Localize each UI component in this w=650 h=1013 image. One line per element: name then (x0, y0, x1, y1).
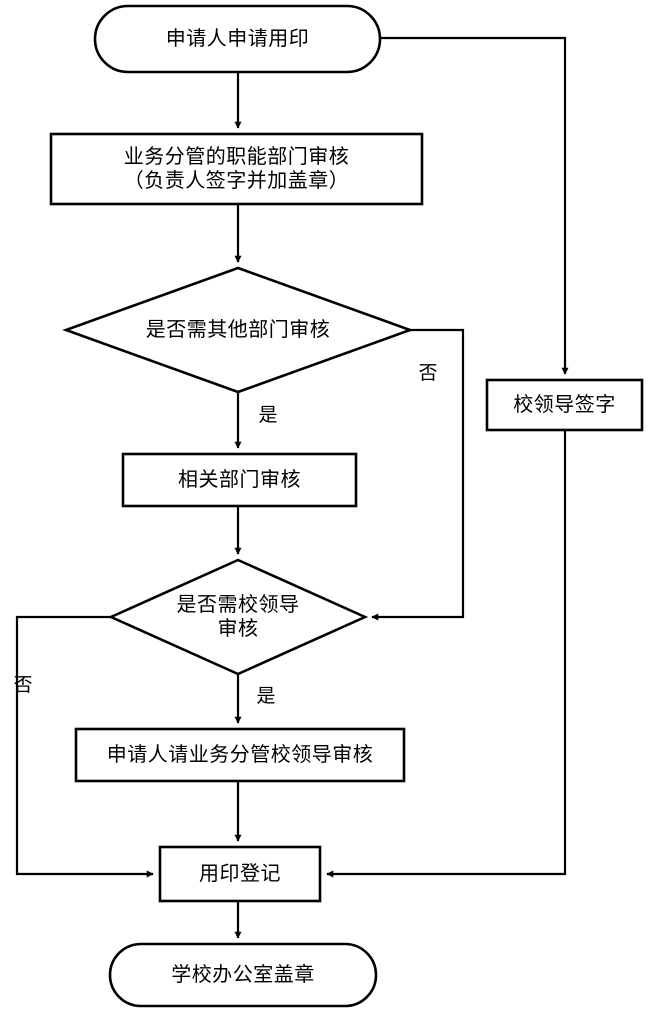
node-shape-leader-sign (485, 378, 644, 432)
node-shape-need-school-leader (107, 558, 369, 676)
node-shape-start (93, 4, 382, 74)
edge-label-other-dept-no: 否 (418, 363, 438, 384)
node-shape-applicant-ask-leader (74, 727, 406, 783)
edge-label-school-leader-yes: 是 (256, 686, 276, 707)
edge-label-school-leader-no: 否 (13, 675, 33, 696)
node-shape-related-dept-review (121, 452, 358, 508)
edge-start-to-leader-sign (380, 36, 569, 375)
node-shape-dept-review (49, 132, 424, 206)
edge-leader-sign-to-seal-register (326, 430, 567, 878)
edge-decision2-no (15, 615, 154, 878)
edge-label-other-dept-yes: 是 (258, 405, 278, 426)
node-shape-office-stamp (108, 942, 378, 1008)
node-shape-need-other-dept (62, 266, 414, 394)
edge-decision1-no (371, 328, 465, 621)
node-shape-seal-register (158, 845, 322, 903)
